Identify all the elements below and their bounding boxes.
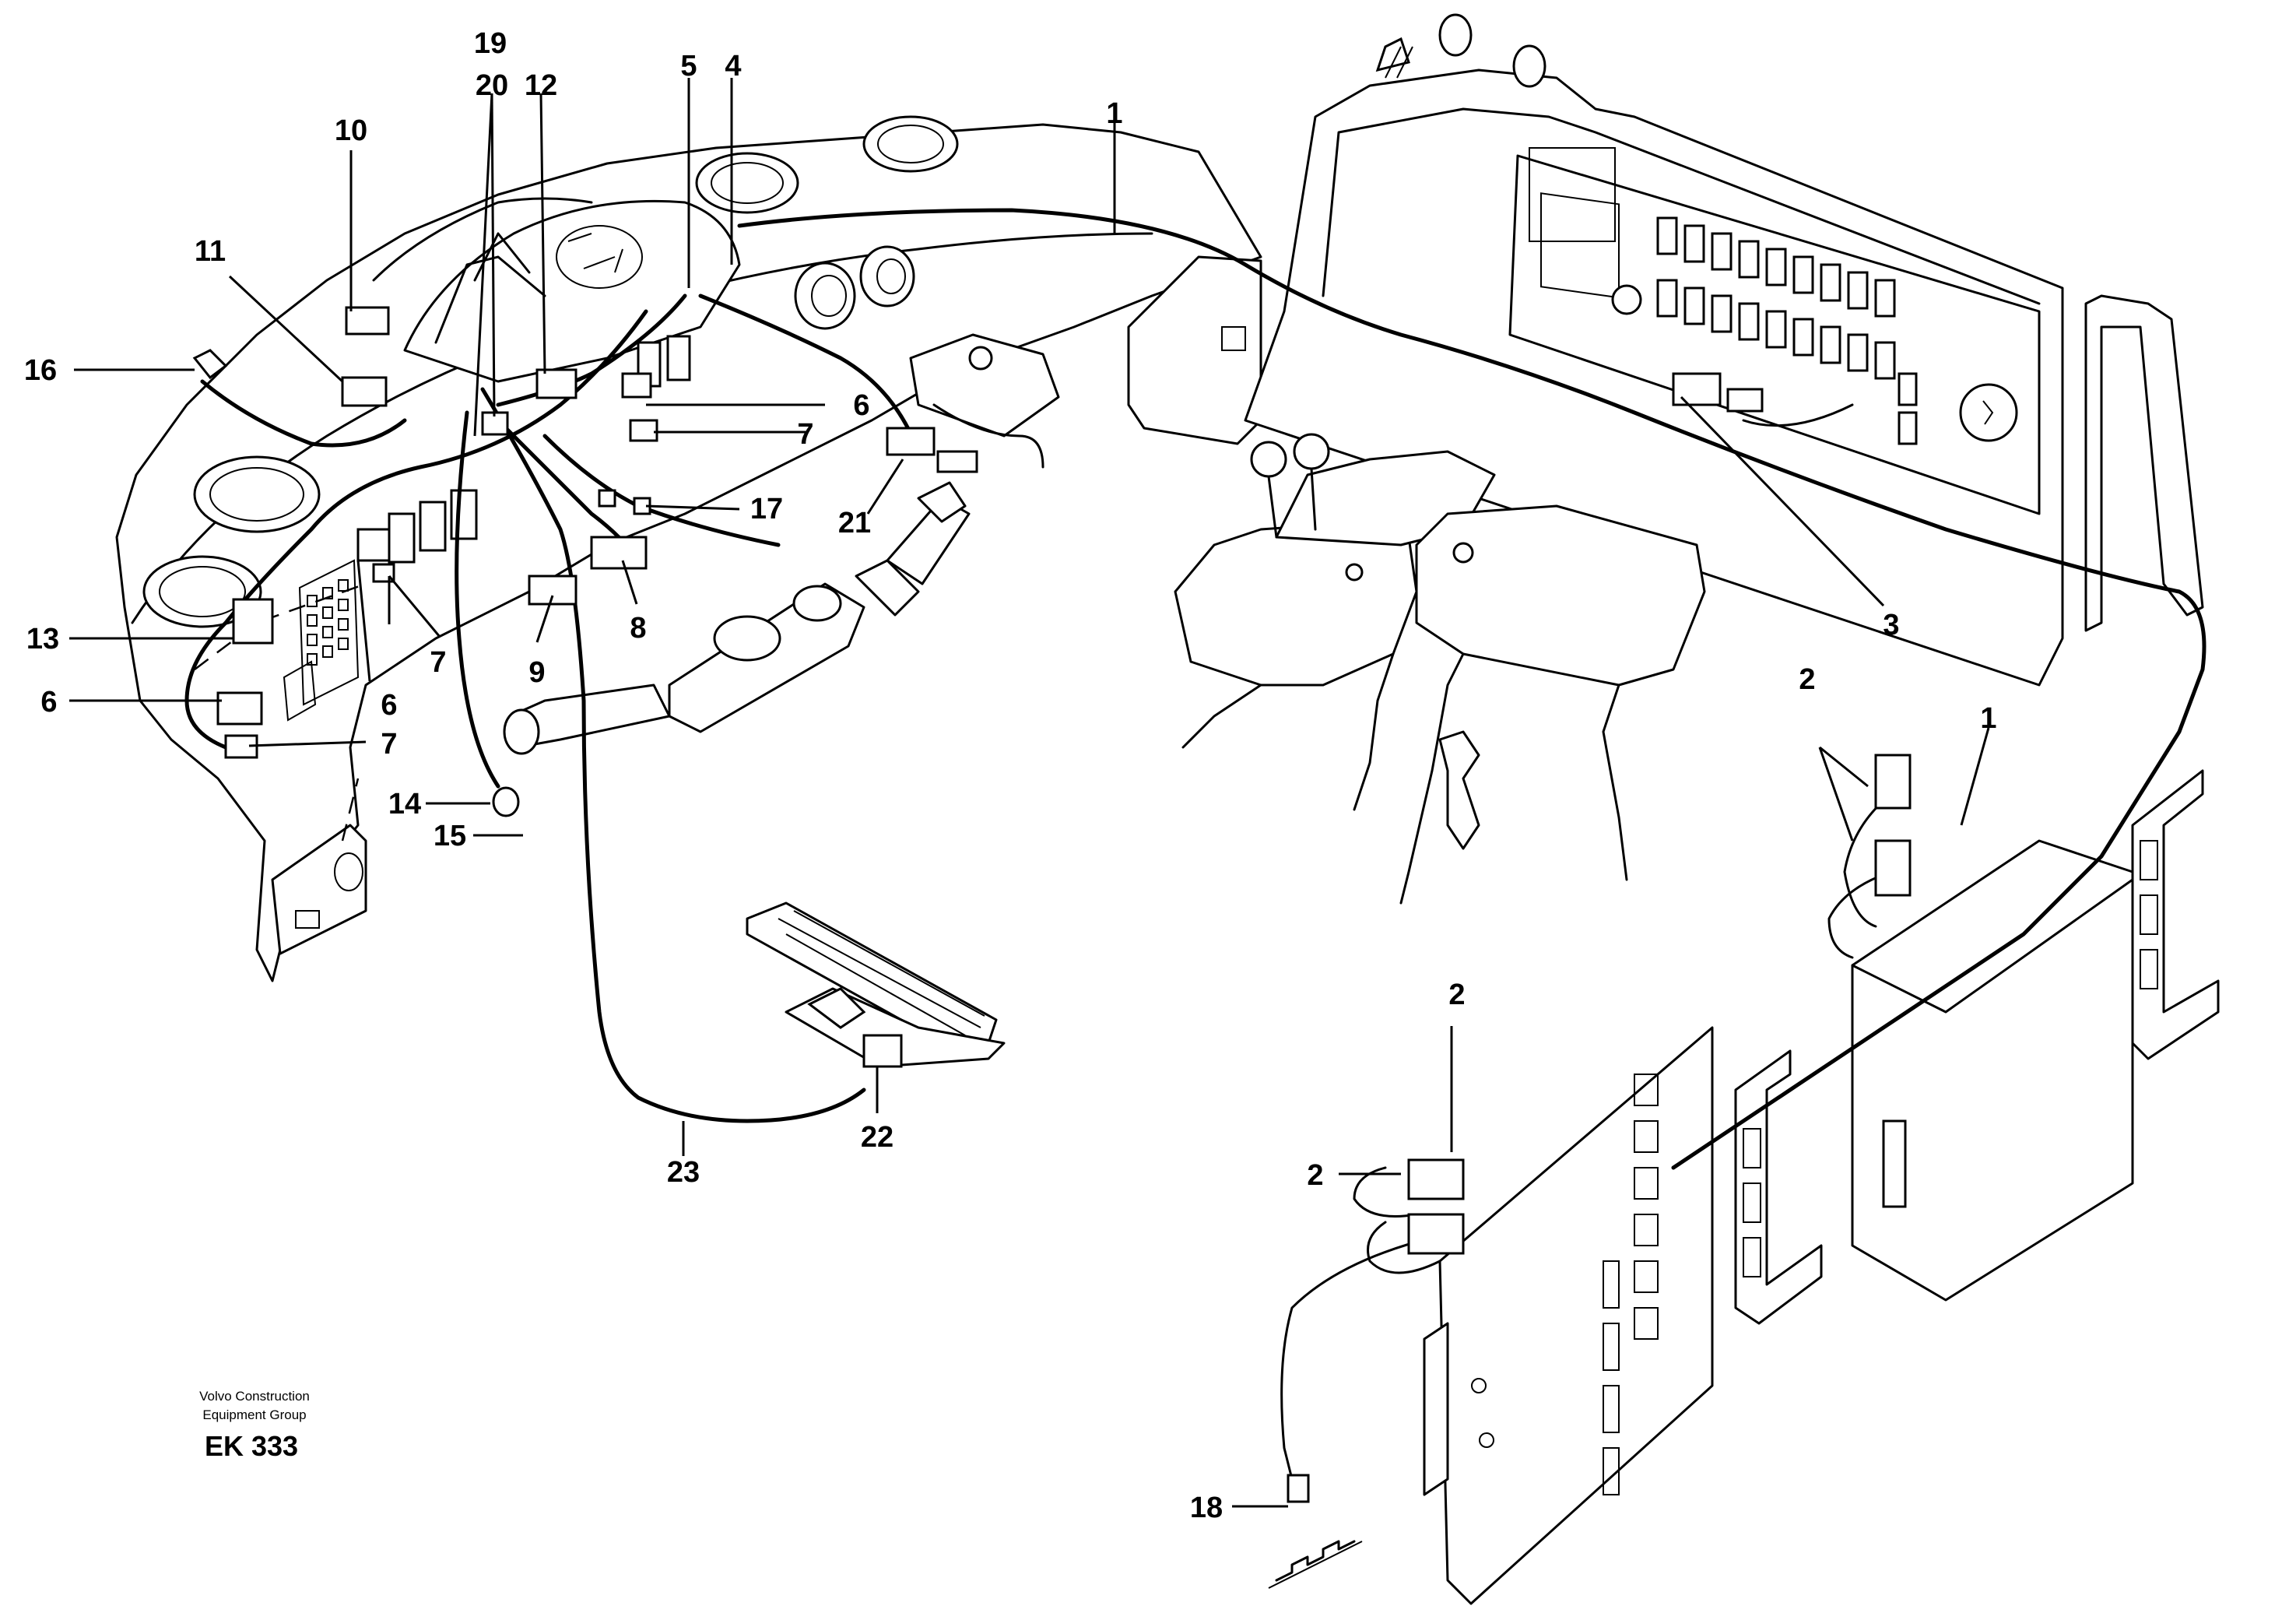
connector-21b bbox=[936, 450, 978, 473]
callout-6: 6 bbox=[853, 389, 869, 422]
plug-14 bbox=[492, 786, 520, 817]
callout-7: 7 bbox=[381, 728, 397, 761]
connector-22 bbox=[862, 1034, 903, 1068]
connector-21 bbox=[886, 427, 936, 456]
connector-2-lower bbox=[1874, 839, 1912, 897]
callout-1: 1 bbox=[1980, 702, 1996, 735]
callout-17: 17 bbox=[750, 493, 783, 525]
callout-2: 2 bbox=[1799, 663, 1815, 696]
callout-7: 7 bbox=[797, 418, 813, 451]
callout-23: 23 bbox=[667, 1156, 700, 1189]
leader-lines bbox=[69, 78, 1990, 1508]
callout-22: 22 bbox=[861, 1121, 893, 1154]
connectors bbox=[192, 306, 1912, 1503]
connector-9 bbox=[528, 575, 578, 606]
callout-15: 15 bbox=[434, 820, 466, 852]
callout-18: 18 bbox=[1190, 1492, 1223, 1524]
instrument-panel bbox=[1244, 13, 2204, 687]
switch-grid bbox=[1656, 216, 1918, 445]
callout-9: 9 bbox=[528, 656, 545, 689]
callout-12: 12 bbox=[525, 69, 557, 102]
dashboard-panel bbox=[115, 115, 1262, 982]
connector-12 bbox=[535, 368, 578, 399]
callout-5: 5 bbox=[680, 50, 697, 83]
callout-1: 1 bbox=[1106, 97, 1122, 130]
accelerator-pedal bbox=[746, 901, 1006, 1068]
callout-13: 13 bbox=[26, 623, 59, 655]
publisher-credit: Volvo Construction Equipment Group EK 33… bbox=[199, 1389, 310, 1462]
callout-16: 16 bbox=[24, 354, 57, 387]
connector-13 bbox=[232, 598, 274, 645]
callout-2: 2 bbox=[1448, 979, 1465, 1011]
control-lever-assembly bbox=[503, 481, 971, 755]
connector-6-low bbox=[216, 691, 263, 726]
connector-8 bbox=[590, 536, 648, 570]
callout-19: 19 bbox=[474, 27, 507, 60]
callout-8: 8 bbox=[630, 612, 646, 645]
connector-18 bbox=[1287, 1474, 1310, 1503]
connector-6-left bbox=[356, 528, 391, 562]
callout-6: 6 bbox=[40, 686, 57, 719]
operator-seat-console bbox=[1174, 433, 1706, 905]
credit-line-1: Volvo Construction bbox=[199, 1389, 310, 1404]
credit-line-2: Equipment Group bbox=[202, 1407, 306, 1422]
connector-2-ecu-b bbox=[1407, 1213, 1465, 1255]
control-unit-boxes bbox=[1268, 769, 2220, 1605]
connector-3b bbox=[1726, 388, 1764, 413]
connector-6-top bbox=[621, 372, 652, 399]
drawing-code: EK 333 bbox=[205, 1430, 298, 1462]
callout-3: 3 bbox=[1883, 609, 1899, 641]
connector-17a bbox=[598, 489, 616, 508]
connector-2-ecu-a bbox=[1407, 1158, 1465, 1200]
connector-11 bbox=[341, 376, 388, 407]
connector-2-upper bbox=[1874, 754, 1912, 810]
callout-6: 6 bbox=[381, 689, 397, 722]
callout-7: 7 bbox=[430, 646, 446, 679]
callout-labels: 1 1 2 2 2 3 4 5 6 6 6 7 7 7 8 9 10 11 12… bbox=[24, 27, 1997, 1524]
connector-3 bbox=[1672, 372, 1722, 406]
callout-2: 2 bbox=[1307, 1159, 1323, 1192]
connector-10 bbox=[345, 306, 390, 336]
connector-7-top bbox=[629, 419, 658, 442]
callout-14: 14 bbox=[388, 788, 421, 821]
callout-20: 20 bbox=[476, 69, 508, 102]
callout-10: 10 bbox=[335, 114, 367, 147]
callout-21: 21 bbox=[838, 507, 871, 539]
callout-4: 4 bbox=[725, 50, 741, 83]
callout-11: 11 bbox=[195, 235, 226, 268]
connector-16 bbox=[192, 349, 228, 380]
